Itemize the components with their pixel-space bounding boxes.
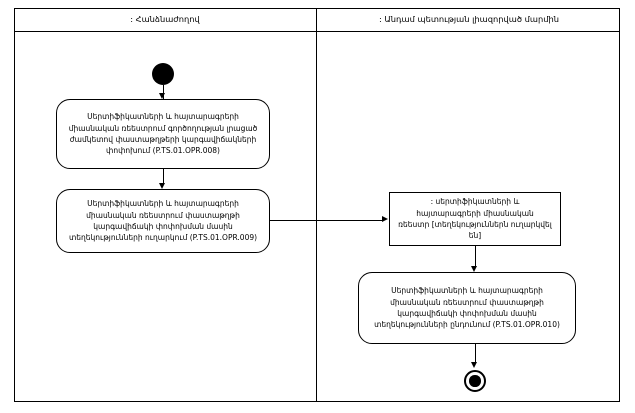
edge-object1-to-activity3 — [475, 246, 476, 266]
activity-node-opr-008[interactable]: Սերտիֆիկատների և հայտարագրերի միասնական … — [56, 99, 270, 169]
object-node-unified-registry[interactable]: : սերտիֆիկատների և հայտարագրերի միասնակա… — [389, 192, 561, 246]
edge-activity1-to-activity2-arrowhead — [159, 183, 166, 189]
activity-node-opr-009[interactable]: Սերտիֆիկատների և հայտարագրերի միասնական … — [56, 189, 270, 253]
edge-activity2-to-object1 — [270, 220, 383, 221]
activity-node-opr-008-label: Սերտիֆիկատների և հայտարագրերի միասնական … — [68, 112, 258, 156]
edge-initial-to-activity1 — [163, 85, 164, 99]
initial-node[interactable] — [152, 63, 174, 85]
edge-activity3-to-final-arrowhead — [471, 362, 478, 368]
edge-activity2-to-object1-arrowhead — [382, 216, 388, 223]
activity-node-opr-009-label: Սերտիֆիկատների և հայտարագրերի միասնական … — [68, 199, 258, 243]
activity-node-opr-010-label: Սերտիֆիկատների և հայտարագրերի միասնական … — [374, 286, 560, 330]
swimlane-vertical-divider — [316, 8, 317, 402]
swimlane-header-member-state-authority: : Անդամ պետության լիազորված մարմին — [378, 14, 560, 24]
swimlane-header-divider — [14, 31, 620, 32]
swimlane-header-commission: : Հանձնաժողով — [130, 14, 200, 24]
edge-initial-to-activity1-arrowhead — [159, 93, 166, 99]
object-node-unified-registry-label: : սերտիֆիկատների և հայտարագրերի միասնակա… — [398, 197, 552, 241]
edge-activity3-to-final — [475, 344, 476, 362]
activity-node-opr-010[interactable]: Սերտիֆիկատների և հայտարագրերի միասնական … — [358, 272, 576, 344]
edge-object1-to-activity3-arrowhead — [471, 266, 478, 272]
final-node[interactable] — [464, 370, 486, 392]
edge-activity1-to-activity2 — [163, 169, 164, 183]
